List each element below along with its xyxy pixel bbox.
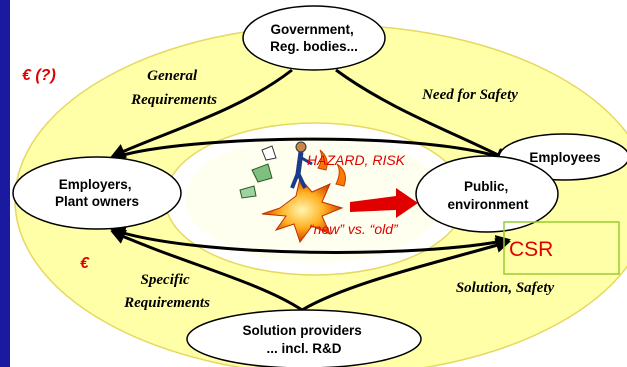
government-node	[242, 5, 386, 71]
flame	[335, 163, 346, 187]
debris-piece	[261, 145, 277, 161]
worker-arm	[299, 155, 313, 166]
arrow-employers-public-top	[110, 137, 511, 163]
new-vs-old-label: “new” vs. “old”	[309, 221, 399, 237]
solution-providers-label: Solution providers ... incl. R&D	[242, 323, 365, 356]
employers-node	[12, 156, 182, 230]
solution-providers-node	[186, 309, 422, 367]
public-label: Public, environment	[447, 179, 529, 212]
arrow-solutions-public	[301, 238, 511, 312]
need-for-safety-label: Need for Safety	[421, 87, 518, 103]
government-label: Government, Reg. bodies...	[270, 22, 358, 54]
explosion-burst	[261, 176, 344, 244]
relation-arrows	[110, 68, 511, 312]
debris-piece	[239, 185, 257, 199]
red-arrow	[350, 188, 418, 218]
public-node	[415, 155, 559, 233]
flame	[317, 149, 328, 171]
worker-head	[295, 141, 307, 153]
csr-label: CSR	[509, 238, 553, 261]
euro-label: €	[80, 255, 90, 272]
left-bar	[0, 0, 10, 367]
employees-label: Employees	[529, 150, 600, 165]
employers-label: Employers, Plant owners	[55, 177, 139, 209]
csr-box	[503, 221, 620, 275]
explosion-illustration	[239, 141, 418, 244]
worker-leg	[296, 172, 307, 189]
debris-piece	[251, 163, 273, 183]
euro-question-label: € (?)	[22, 67, 56, 84]
specific-requirements-label: Specific Requirements	[123, 272, 210, 311]
general-requirements-label: General Requirements	[130, 68, 217, 108]
arrow-employers-public-bottom	[110, 226, 511, 254]
worker-body	[295, 151, 304, 175]
solution-safety-label: Solution, Safety	[456, 280, 555, 296]
hazard-risk-label: HAZARD, RISK	[307, 152, 406, 168]
arrow-employers-solutions	[110, 230, 303, 312]
